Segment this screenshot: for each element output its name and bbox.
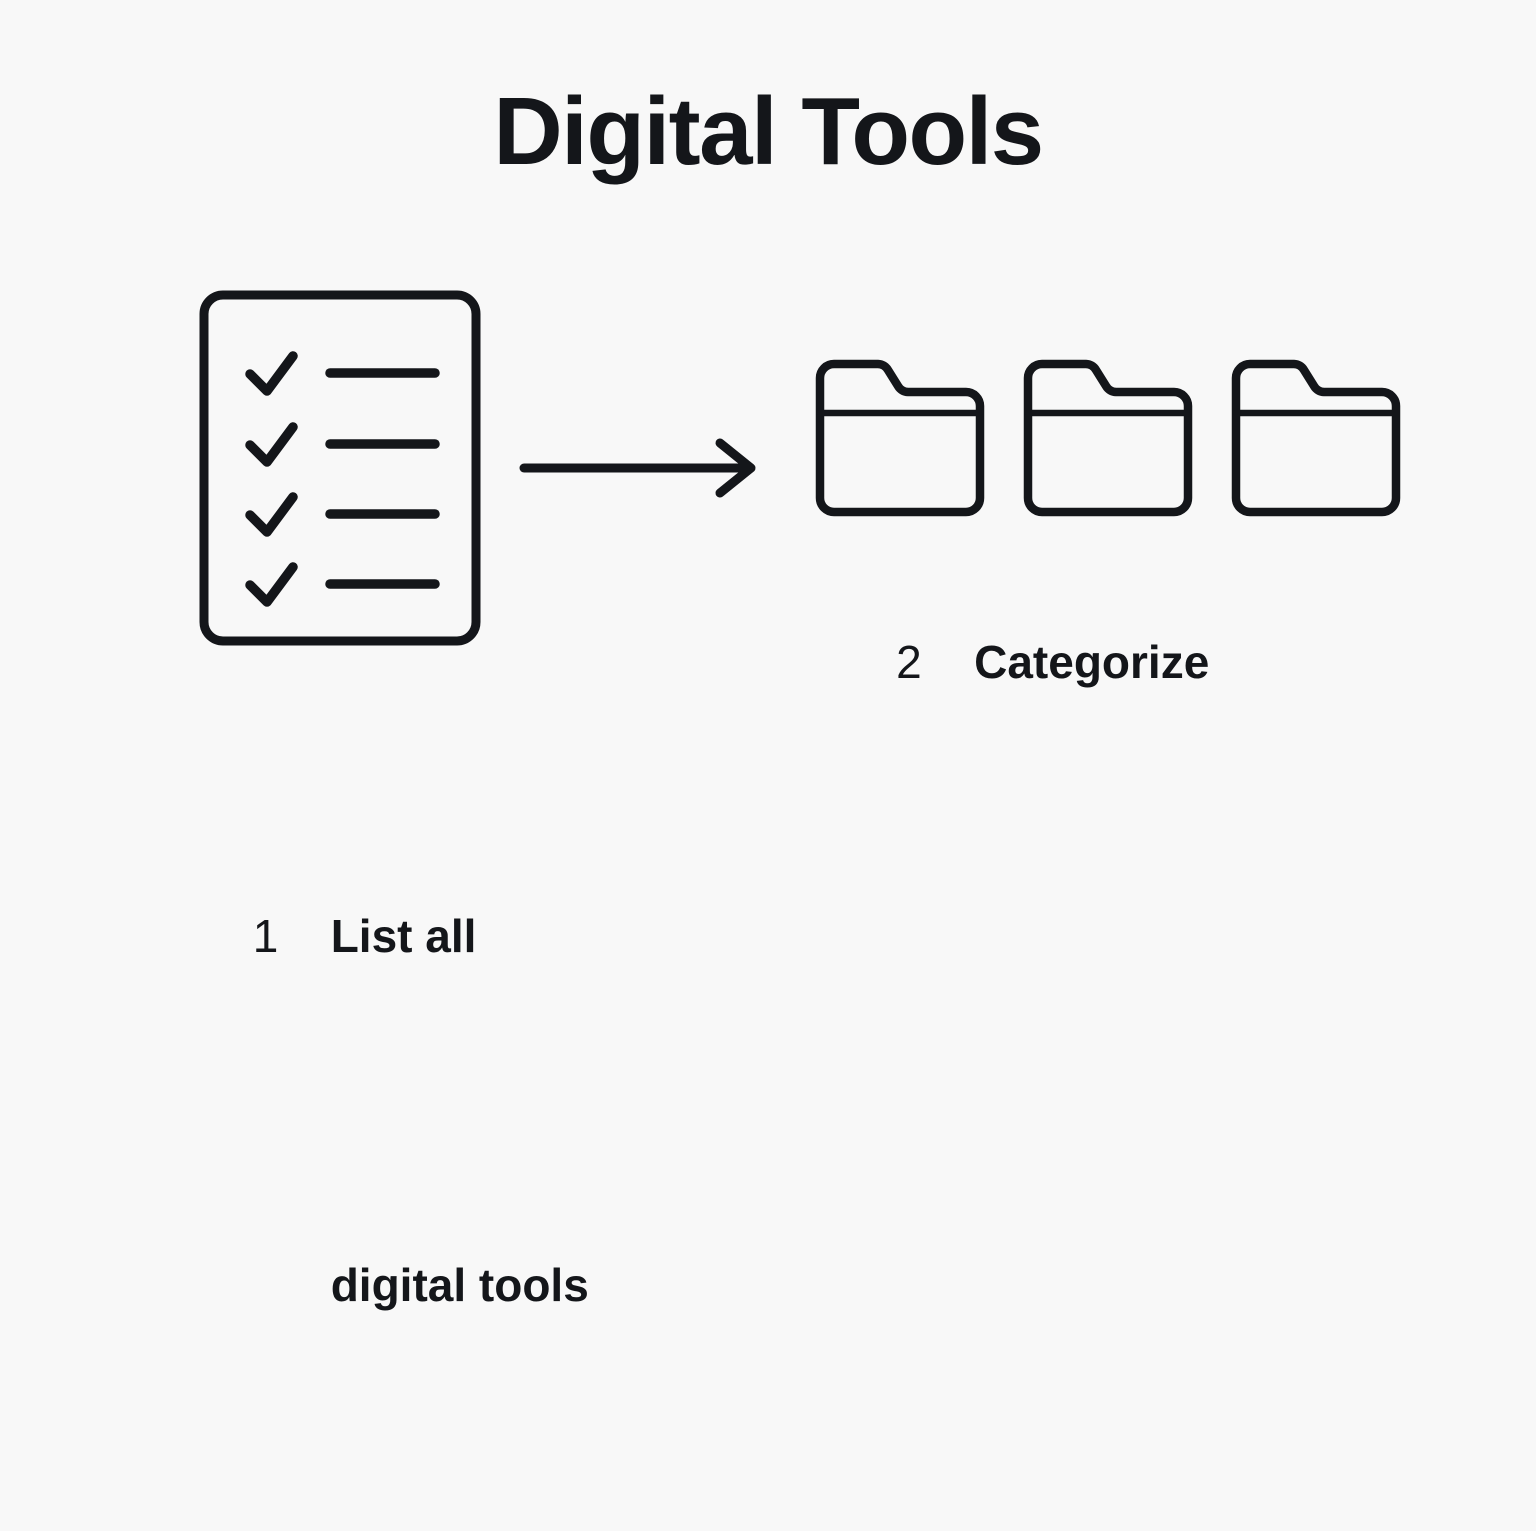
folder-icon-3 — [1231, 359, 1401, 517]
folder-outline-3 — [1231, 359, 1401, 517]
arrow-right-icon — [515, 435, 765, 501]
step-1-number: 1 — [252, 909, 279, 962]
checkmark-icon-4 — [245, 562, 298, 607]
diagram-canvas: Digital Tools 1 List all — [199, 78, 1406, 1312]
checkmark-icon-3 — [245, 492, 298, 537]
step-2-label: Categorize — [974, 635, 1210, 688]
checkmark-icon-2 — [245, 422, 298, 467]
checkmark-icon-1 — [245, 351, 298, 396]
page-title: Digital Tools — [493, 78, 1044, 185]
folder-icon-2 — [1023, 359, 1193, 517]
checklist-icon-svg — [199, 290, 481, 646]
step-2-number: 2 — [896, 635, 922, 688]
folder-group — [806, 350, 1406, 525]
step-1-label-line1: List all — [330, 909, 477, 962]
step-1-label-line2: digital tools — [330, 1259, 589, 1312]
folder-outline-1 — [815, 359, 985, 517]
step-2-caption: 2 Categorize — [845, 558, 1209, 768]
arrow-head — [715, 438, 756, 498]
arrow-right-icon-svg — [519, 438, 756, 498]
folder-icon-1 — [815, 359, 985, 517]
checklist-icon — [199, 290, 481, 646]
folder-group-svg — [815, 359, 1401, 517]
folder-outline-2 — [1023, 359, 1193, 517]
checklist-page-outline — [199, 290, 481, 646]
